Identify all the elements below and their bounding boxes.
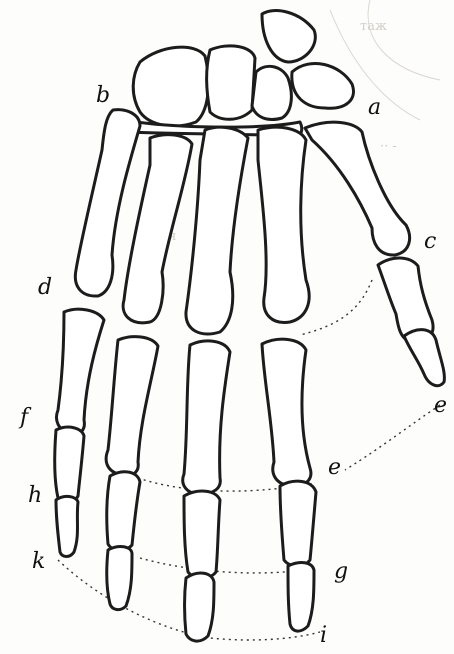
finger-1-proximal — [57, 309, 105, 434]
label-k: k — [32, 549, 45, 574]
label-d: d — [38, 275, 52, 300]
svg-text:·· -: ·· - — [380, 139, 397, 154]
finger-1-middle — [55, 427, 84, 502]
label-c: c — [424, 229, 436, 254]
metacarpal-bones — [75, 110, 409, 334]
finger-4-proximal — [262, 339, 311, 486]
thumb-phalanges — [378, 258, 444, 386]
label-e-upper: e — [434, 393, 447, 418]
carpal-bone-5 — [292, 63, 354, 108]
finger-2-distal — [107, 547, 132, 610]
thumb-distal-phalanx — [404, 330, 444, 386]
label-h: h — [28, 483, 42, 508]
finger-2-middle — [107, 472, 140, 550]
finger-3-distal — [185, 573, 215, 641]
carpal-bone-3 — [262, 11, 315, 62]
finger-2-phalanges — [106, 337, 158, 610]
label-g: g — [334, 559, 348, 584]
svg-text:таж: таж — [360, 19, 387, 34]
guide-line-e-upper — [345, 405, 440, 470]
finger-2-proximal — [106, 337, 158, 476]
middle-metacarpal — [123, 135, 192, 323]
carpal-bones — [125, 11, 353, 136]
finger-1-distal — [56, 496, 78, 556]
finger-3-middle — [184, 491, 220, 578]
carpal-bone-1 — [133, 47, 208, 126]
guide-line-mcp — [300, 280, 372, 335]
finger-3-phalanges — [183, 341, 230, 641]
label-f: f — [18, 405, 32, 430]
carpal-bone-4 — [252, 66, 291, 119]
label-i: i — [320, 623, 327, 648]
label-a: a — [368, 95, 381, 120]
finger-4-distal — [288, 563, 314, 632]
carpal-bone-2 — [207, 46, 255, 119]
finger-3-proximal — [183, 341, 230, 494]
label-e-lower: e — [328, 455, 341, 480]
label-b: b — [96, 83, 110, 108]
little-metacarpal — [258, 127, 309, 322]
finger-1-phalanges — [55, 309, 104, 556]
finger-4-middle — [280, 481, 316, 566]
ring-metacarpal — [186, 127, 248, 334]
finger-4-phalanges — [262, 339, 316, 631]
